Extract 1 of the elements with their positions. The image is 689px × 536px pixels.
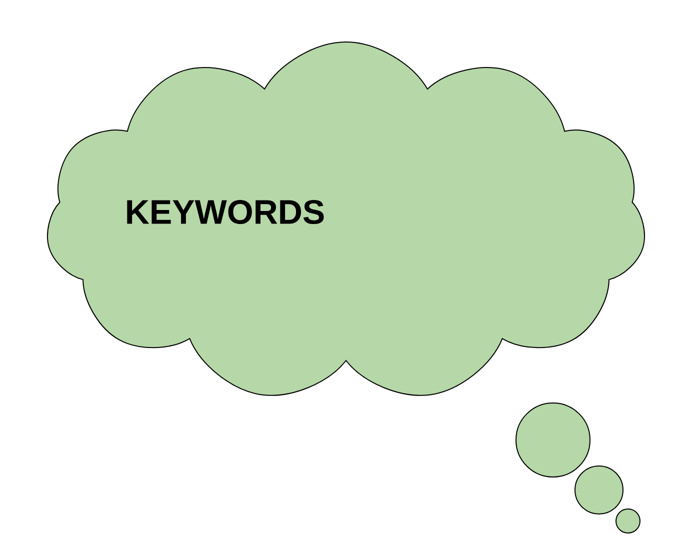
thought-cloud: KEYWORDS (47, 42, 645, 534)
